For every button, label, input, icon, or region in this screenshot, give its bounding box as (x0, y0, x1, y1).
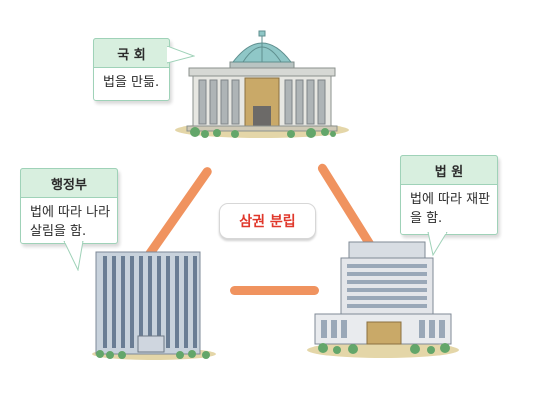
national-assembly-description: 법을 만듦. (103, 75, 160, 90)
court-callout-tail (427, 232, 448, 256)
court-title: 법 원 (400, 155, 498, 185)
connector-executive-court (230, 286, 319, 295)
national-assembly-title: 국 회 (93, 38, 170, 68)
executive-callout-tail (63, 241, 84, 271)
executive-callout: 행정부 법에 따라 나라 살림을 함. (20, 168, 118, 244)
national-assembly-callout: 국 회 법을 만듦. (93, 38, 170, 101)
government-building-icon (92, 251, 216, 360)
executive-description: 법에 따라 나라 살림을 함. (30, 205, 111, 239)
executive-title: 행정부 (20, 168, 118, 198)
court-building-icon (307, 241, 459, 358)
national-assembly-building-icon (175, 30, 349, 138)
court-description: 법에 따라 재판 을 함. (410, 192, 491, 226)
national-assembly-callout-tail (167, 46, 195, 64)
center-label: 삼권 분립 (219, 203, 316, 239)
court-callout: 법 원 법에 따라 재판 을 함. (400, 155, 498, 235)
